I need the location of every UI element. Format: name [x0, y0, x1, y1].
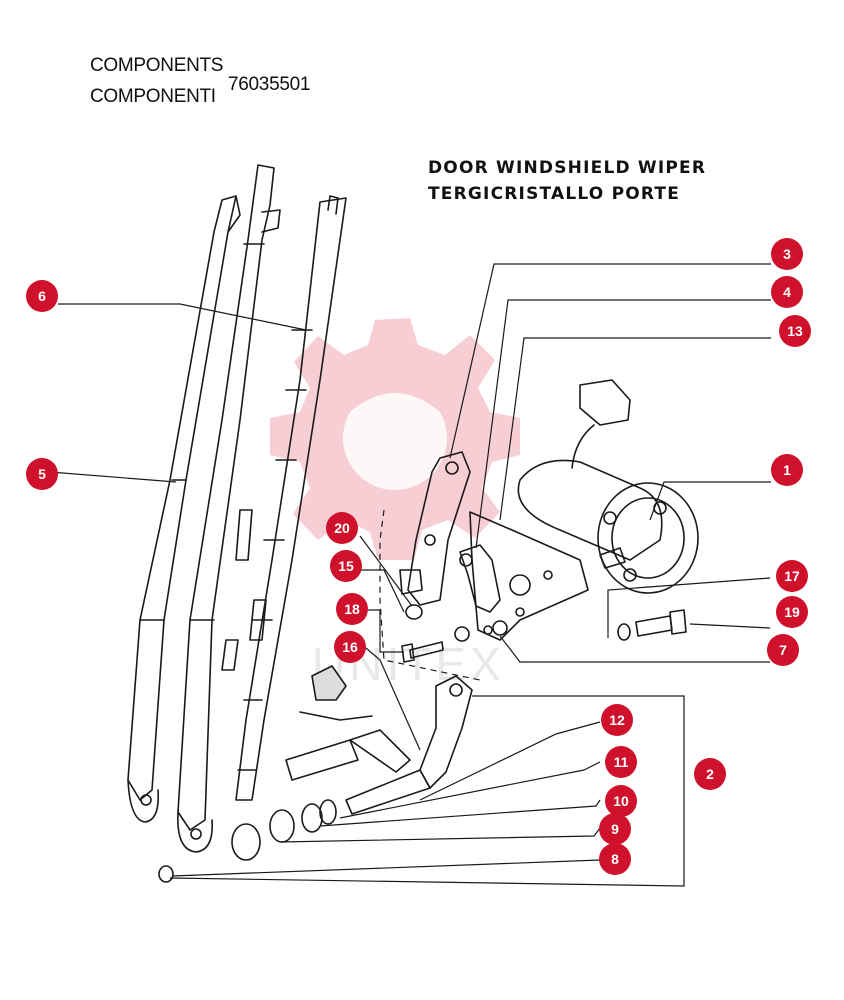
leader-lines	[49, 263, 771, 887]
callout-11[interactable]: 11	[605, 746, 637, 778]
callout-12[interactable]: 12	[601, 704, 633, 736]
wiper-motor	[517, 379, 699, 594]
linkage-lever	[399, 451, 471, 606]
nut-8	[158, 865, 174, 883]
callout-8[interactable]: 8	[599, 843, 631, 875]
watermark-gear-arc	[334, 377, 456, 417]
washer-12	[319, 799, 337, 825]
gear-logo-icon	[270, 318, 520, 560]
cap-9	[231, 823, 261, 861]
washer-7	[492, 620, 508, 636]
callout-16[interactable]: 16	[334, 631, 366, 663]
callout-19[interactable]: 19	[776, 596, 808, 628]
callout-15[interactable]: 15	[330, 550, 362, 582]
callout-1[interactable]: 1	[771, 454, 803, 486]
callout-18[interactable]: 18	[336, 593, 368, 625]
mounting-plate	[469, 511, 589, 641]
callout-9[interactable]: 9	[599, 813, 631, 845]
bolt-18	[401, 641, 444, 663]
header-components: COMPONENTS	[90, 55, 224, 76]
wiper-blade	[221, 195, 347, 801]
callout-4[interactable]: 4	[771, 276, 803, 308]
bolt-19	[617, 609, 687, 641]
callout-20[interactable]: 20	[326, 512, 358, 544]
callout-2[interactable]: 2	[694, 758, 726, 790]
wiper-arm-left	[127, 195, 241, 823]
callout-7[interactable]: 7	[767, 634, 799, 666]
wiper-arm-center	[177, 164, 281, 853]
callout-5[interactable]: 5	[26, 458, 58, 490]
diagram-title-en: DOOR WINDSHIELD WIPER	[428, 158, 707, 178]
header-componenti: COMPONENTI	[90, 86, 216, 107]
washer-15	[454, 626, 470, 642]
nut-10	[269, 809, 295, 843]
callout-3[interactable]: 3	[771, 238, 803, 270]
crank-arm	[459, 544, 501, 613]
callout-17[interactable]: 17	[776, 560, 808, 592]
spindle-bracket	[285, 675, 473, 815]
callout-10[interactable]: 10	[605, 785, 637, 817]
part-number: 76035501	[228, 74, 311, 95]
washer-11	[301, 803, 323, 833]
diagram-title-it: TERGICRISTALLO PORTE	[428, 184, 681, 204]
callout-6[interactable]: 6	[26, 280, 58, 312]
nut-20	[405, 604, 423, 620]
watermark-gear-hole	[343, 386, 447, 490]
bushing-16	[311, 665, 347, 701]
callout-13[interactable]: 13	[779, 315, 811, 347]
